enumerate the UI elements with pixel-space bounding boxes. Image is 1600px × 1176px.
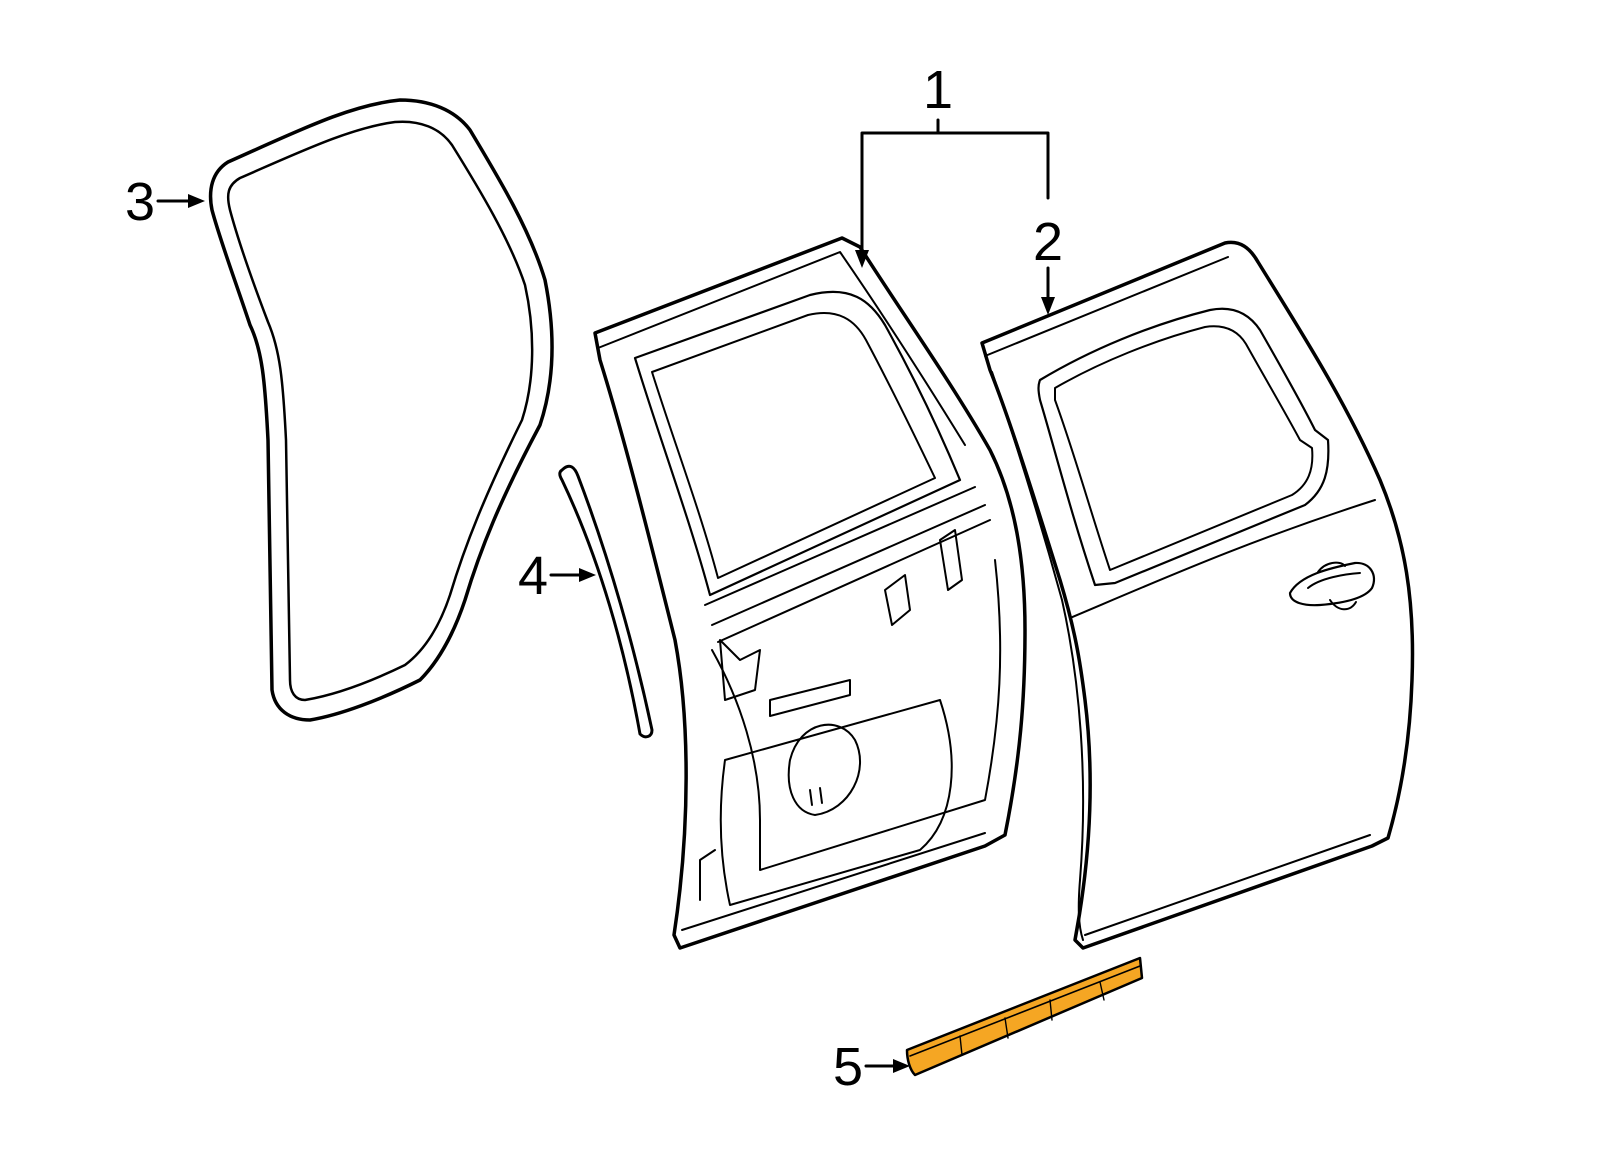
callout-2: 2 [1033,212,1063,272]
arrow-head-5 [893,1059,910,1073]
part-3-door-weatherstrip[interactable] [208,98,554,722]
callout-3: 3 [125,172,155,232]
molding-fill [905,956,1144,1077]
arrow-head-3 [188,194,205,208]
part-1-door-shell[interactable] [593,236,1027,950]
part-2-door-skin[interactable] [980,240,1415,950]
arrow-head-4 [579,568,596,582]
callout-4: 4 [518,546,548,606]
callout-5: 5 [833,1037,863,1097]
arrow-head-1 [855,250,869,268]
part-4-channel-strip[interactable] [558,464,654,739]
part-5-lower-molding[interactable] [905,956,1144,1077]
callout-leaders [156,118,1055,1073]
arrow-head-2 [1041,297,1055,315]
callout-1: 1 [923,60,953,120]
